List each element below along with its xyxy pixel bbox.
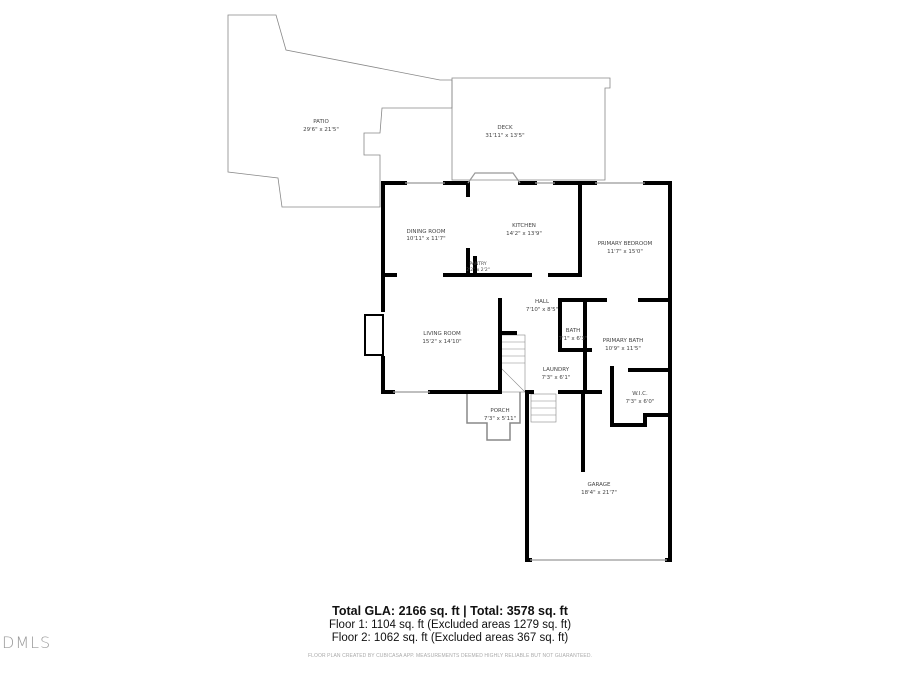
laundry-dims: 7'3" x 6'1" [542, 375, 571, 381]
deck-outline [451, 77, 611, 181]
hall-dims: 7'10" x 8'5" [526, 307, 558, 313]
porch-name: PORCH [490, 408, 509, 414]
patio-name: PATIO [313, 119, 329, 125]
kitchen-dims: 14'2" x 13'9" [506, 231, 542, 237]
primary-bath-name: PRIMARY BATH [603, 338, 643, 344]
fireplace [364, 314, 384, 356]
disclaimer: FLOOR PLAN CREATED BY CUBICASA APP. MEAS… [307, 653, 593, 659]
primary-bedroom-dims: 11'7" x 15'0" [607, 249, 643, 255]
deck-name: DECK [497, 125, 513, 131]
garage-dims: 18'4" x 21'7" [581, 490, 617, 496]
hall-name: HALL [535, 299, 550, 305]
pantry-dims: 2'2" x 2'2" [466, 267, 490, 273]
living-dims: 15'2" x 14'10" [422, 339, 461, 345]
room-labels: PATIO 29'6" x 21'5" DECK 31'11" x 13'5" … [303, 119, 654, 496]
dmls-logo: DMLS [2, 633, 52, 652]
deck-dims: 31'11" x 13'5" [485, 133, 524, 139]
wic-name: W.I.C. [632, 391, 648, 397]
primary-bath-dims: 10'9" x 11'5" [605, 346, 641, 352]
dining-dims: 10'11" x 11'7" [406, 236, 445, 242]
kitchen-name: KITCHEN [512, 223, 536, 229]
bath-name: BATH [566, 328, 581, 334]
pantry-name: PANTRY [469, 261, 486, 267]
bath-dims: 7'1" x 6'3" [559, 336, 588, 342]
laundry-name: LAUNDRY [543, 367, 570, 373]
windows [393, 172, 667, 561]
wic-dims: 7'3" x 6'0" [626, 399, 655, 405]
total-area: Total GLA: 2166 sq. ft | Total: 3578 sq.… [332, 604, 568, 618]
living-name: LIVING ROOM [423, 331, 461, 337]
primary-bedroom-name: PRIMARY BEDROOM [598, 241, 653, 247]
floor1-area: Floor 1: 1104 sq. ft (Excluded areas 127… [328, 619, 572, 631]
patio-dims: 29'6" x 21'5" [303, 127, 339, 133]
walls [381, 181, 672, 562]
dining-name: DINING ROOM [407, 229, 446, 235]
patio-outline [227, 14, 453, 208]
floor2-area: Floor 2: 1062 sq. ft (Excluded areas 367… [331, 632, 569, 644]
garage-name: GARAGE [587, 482, 611, 488]
porch-outline [466, 392, 521, 441]
porch-dims: 7'3" x 5'11" [484, 416, 516, 422]
